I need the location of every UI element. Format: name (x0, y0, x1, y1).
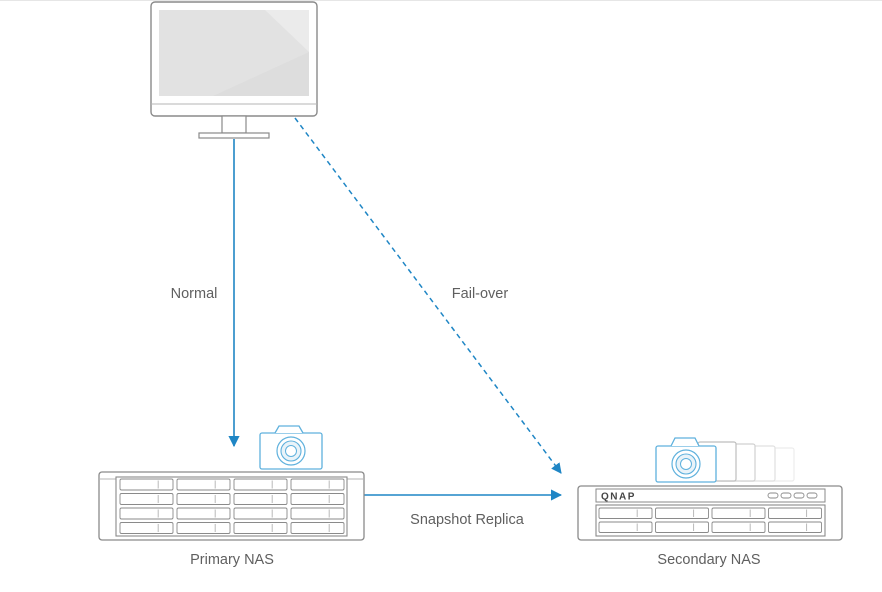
normal-label: Normal (171, 286, 218, 302)
drive-bay (290, 507, 345, 520)
failover-label: Fail-over (452, 286, 509, 302)
drive-bay (233, 493, 288, 505)
qnap-logo: QNAP (601, 492, 636, 503)
secondary-nas-label: Secondary NAS (657, 552, 760, 568)
drive-bays (119, 478, 345, 534)
primary-nas (98, 425, 365, 541)
camera-icon (259, 425, 323, 470)
drive-bay (119, 522, 174, 534)
drive-bay (119, 493, 174, 505)
drive-bay (233, 522, 288, 534)
camera-icon (655, 437, 717, 483)
primary-nas-label: Primary NAS (190, 552, 274, 568)
status-leds (767, 492, 818, 499)
drive-bay (290, 522, 345, 534)
snapshot-replica-label: Snapshot Replica (410, 512, 525, 528)
nas-icon: QNAP (577, 485, 843, 541)
drive-bay (598, 521, 653, 533)
secondary-nas: QNAP (577, 437, 843, 541)
drive-bay (655, 507, 709, 519)
drive-bay (233, 507, 288, 520)
drive-bay (176, 507, 231, 520)
drive-bay (711, 521, 766, 533)
drive-bay (711, 507, 766, 519)
drive-bay (768, 507, 822, 519)
drive-bay (119, 507, 174, 520)
drive-bays (598, 507, 822, 533)
drive-bay (290, 493, 345, 505)
camera-stack-icon (655, 437, 795, 483)
drive-bay (655, 521, 709, 533)
drive-bay (119, 478, 174, 491)
failover-arrow (294, 117, 562, 474)
drive-bay (290, 478, 345, 491)
drive-bay (233, 478, 288, 491)
drive-bay (176, 493, 231, 505)
drive-bay (176, 478, 231, 491)
nas-icon (98, 471, 365, 541)
drive-bay (176, 522, 231, 534)
monitor-icon (150, 1, 318, 139)
drive-bay (768, 521, 822, 533)
drive-bay (598, 507, 653, 519)
